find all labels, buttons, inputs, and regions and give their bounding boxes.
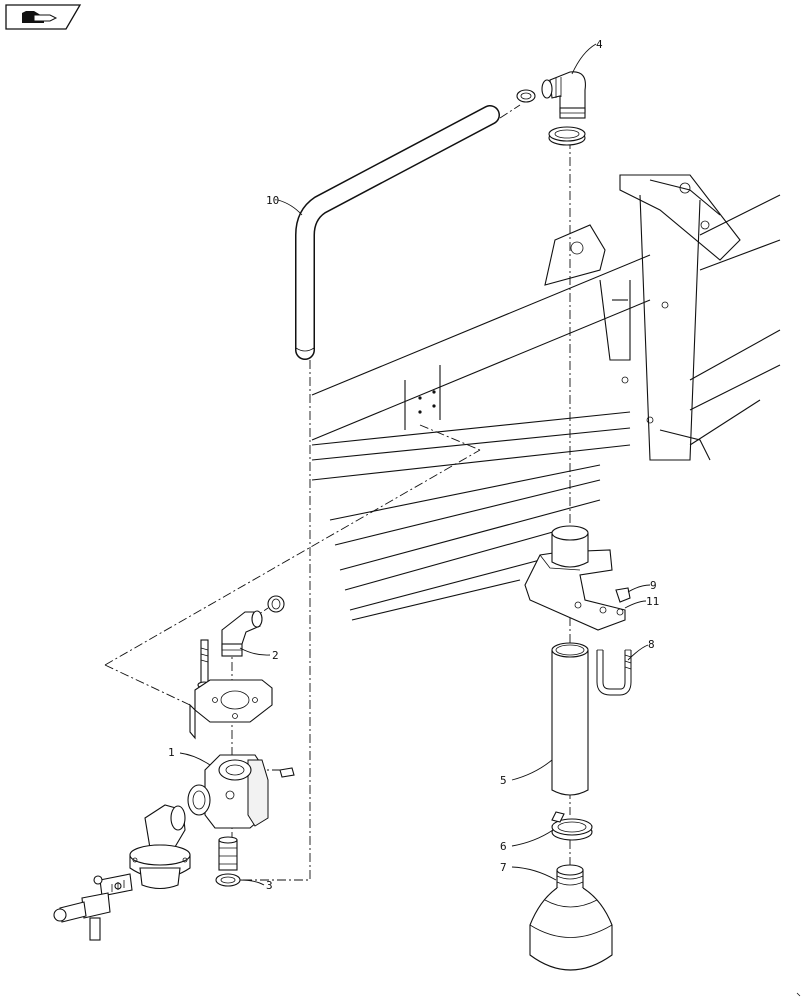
tube-part-5 [551, 642, 589, 796]
regulator-assembly [129, 804, 191, 890]
callout-label-4: 4 [596, 38, 603, 51]
nut-part-9 [615, 587, 631, 603]
callout-label-2: 2 [272, 649, 279, 662]
callout-label-7: 7 [500, 861, 507, 874]
callout-label-6: 6 [500, 840, 507, 853]
valve-mount-bracket [189, 679, 273, 740]
mount-bracket-part-11 [524, 525, 626, 631]
callout-7: 7 [500, 861, 557, 881]
callout-label-9: 9 [650, 579, 657, 592]
hose-clip-2 [267, 595, 285, 613]
valve-body-part-1 [187, 754, 269, 829]
elbow-fitting-part-4 [541, 71, 586, 119]
callout-label-3: 3 [266, 879, 273, 892]
callout-label-5: 5 [500, 774, 507, 787]
page-arrow-icon [5, 4, 82, 30]
callout-label-11: 11 [646, 595, 659, 608]
callout-9: 9 [627, 579, 657, 593]
callout-label-1: 1 [168, 746, 175, 759]
elbow-fitting-part-2 [221, 610, 263, 657]
callout-8: 8 [627, 638, 655, 661]
callout-5: 5 [500, 759, 553, 787]
strainer-base-part-7 [529, 864, 613, 971]
clip-part-3 [215, 873, 241, 887]
boom-frame [311, 174, 781, 621]
nozzle-body-assembly [53, 873, 133, 941]
callout-2: 2 [239, 647, 279, 662]
callout-11: 11 [624, 595, 659, 609]
callout-label-10: 10 [266, 194, 279, 207]
callout-3: 3 [239, 879, 273, 892]
callout-label-8: 8 [648, 638, 655, 651]
callout-1: 1 [168, 746, 211, 766]
nipple-fitting-part-3 [218, 836, 238, 871]
screw [279, 767, 295, 778]
hose-clamp-part-6 [551, 811, 593, 841]
hose-clamp-upper [548, 126, 586, 146]
hose-clip [516, 89, 536, 103]
u-bolt-part-8 [596, 649, 632, 696]
callout-10: 10 [266, 194, 303, 216]
hose-part-10 [295, 105, 500, 360]
callout-4: 4 [571, 38, 603, 75]
callout-6: 6 [500, 829, 554, 853]
